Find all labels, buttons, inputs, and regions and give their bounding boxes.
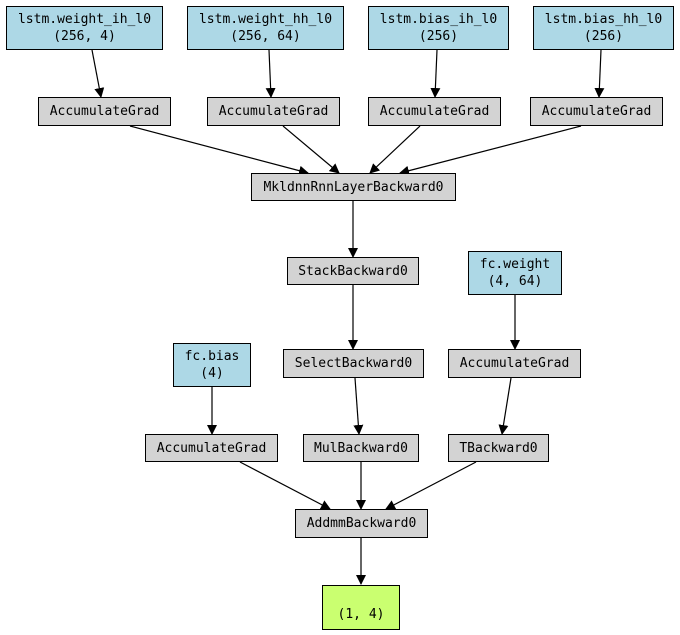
edge-acc3-to-mkldnn (369, 125, 421, 174)
accumulate-grad-node: AccumulateGrad (530, 97, 663, 126)
op-label: AccumulateGrad (459, 356, 570, 371)
edge-acc-fc-bias-to-addmm (239, 461, 331, 510)
param-name: lstm.bias_hh_l0 (544, 12, 663, 27)
output-node: (1, 4) (322, 585, 400, 630)
mkldnn-rnn-node: MkldnnRnnLayerBackward0 (251, 173, 456, 201)
accumulate-grad-node: AccumulateGrad (38, 97, 171, 126)
param-shape: (4) (200, 366, 224, 381)
accumulate-grad-node: AccumulateGrad (207, 97, 340, 126)
op-label: SelectBackward0 (294, 356, 413, 371)
lstm-weight-ih-node: lstm.weight_ih_l0 (256, 4) (6, 6, 163, 50)
param-shape: (4, 64) (487, 274, 543, 289)
op-label: MkldnnRnnLayerBackward0 (263, 179, 444, 195)
param-name: fc.bias (184, 349, 240, 364)
op-label: AccumulateGrad (156, 440, 267, 456)
op-label: AccumulateGrad (379, 104, 490, 119)
edge-select-to-mul (353, 377, 364, 435)
op-label: StackBackward0 (298, 263, 408, 279)
lstm-bias-ih-node: lstm.bias_ih_l0 (256) (368, 6, 509, 50)
accumulate-grad-node: AccumulateGrad (368, 97, 501, 126)
op-label: AccumulateGrad (49, 104, 160, 119)
param-shape: (256, 4) (53, 29, 116, 44)
param-name: fc.weight (479, 257, 551, 272)
param-name: lstm.bias_ih_l0 (379, 12, 498, 27)
fc-weight-node: fc.weight (4, 64) (468, 251, 562, 295)
accumulate-grad-node: AccumulateGrad (448, 349, 581, 378)
lstm-weight-hh-node: lstm.weight_hh_l0 (256, 64) (187, 6, 344, 50)
edge-bias-ih-to-acc3 (430, 49, 441, 98)
op-label: TBackward0 (459, 440, 538, 456)
edge-acc2-to-mkldnn (282, 125, 340, 174)
op-label: MulBackward0 (314, 440, 408, 456)
edge-bias-hh-to-acc4 (594, 49, 605, 98)
edge-acc4-to-mkldnn (399, 125, 582, 176)
param-shape: (256, 64) (230, 29, 301, 44)
edge-tback-to-addmm (385, 461, 477, 510)
fc-bias-node: fc.bias (4) (173, 343, 251, 387)
edge-acc1-to-mkldnn (129, 125, 309, 176)
t-backward-node: TBackward0 (448, 434, 549, 462)
op-label: AccumulateGrad (218, 104, 329, 119)
param-shape: (256) (418, 29, 459, 44)
output-shape: (1, 4) (337, 607, 385, 622)
param-shape: (256) (583, 29, 624, 44)
param-name: lstm.weight_ih_l0 (17, 12, 152, 27)
stack-backward-node: StackBackward0 (287, 257, 419, 285)
param-name: lstm.weight_hh_l0 (198, 12, 333, 27)
lstm-bias-hh-node: lstm.bias_hh_l0 (256) (533, 6, 674, 50)
edge-weight-hh-to-acc2 (265, 49, 276, 98)
accumulate-grad-node: AccumulateGrad (145, 434, 278, 462)
mul-backward-node: MulBackward0 (303, 434, 419, 462)
addmm-backward-node: AddmmBackward0 (295, 509, 428, 538)
edge-weight-ih-to-acc1 (91, 49, 105, 98)
edge-acc-fc-weight-to-tback (498, 377, 512, 435)
op-label: AccumulateGrad (541, 104, 652, 119)
select-backward-node: SelectBackward0 (283, 349, 424, 378)
op-label: AddmmBackward0 (306, 516, 417, 531)
